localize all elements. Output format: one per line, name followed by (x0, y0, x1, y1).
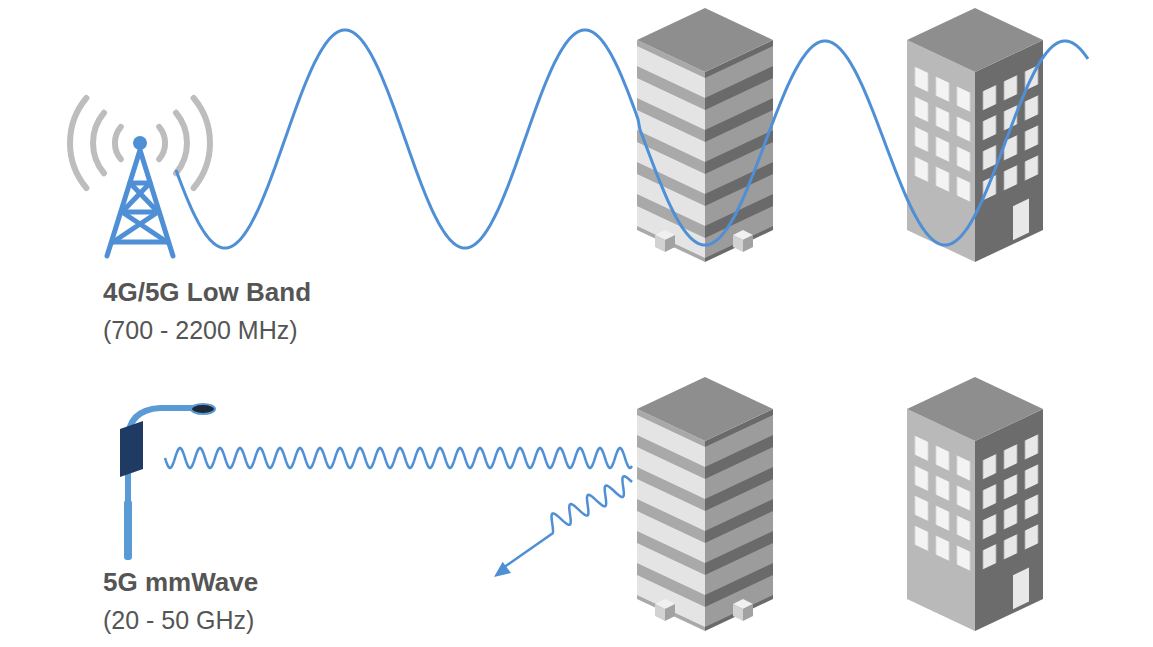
frequency-range: (20 - 50 GHz) (103, 605, 254, 635)
reflection-arrowhead (494, 562, 511, 577)
striped-building (637, 8, 773, 262)
street-light (120, 404, 215, 560)
window-building (907, 8, 1043, 262)
tower-antenna (133, 136, 147, 150)
low-band-wave (176, 30, 1088, 248)
signal-arcs (70, 98, 210, 188)
frequency-range: (700 - 2200 MHz) (103, 315, 298, 345)
reflected-wave (503, 476, 632, 568)
cell-tower (107, 150, 173, 256)
mmwave-wave (165, 448, 632, 468)
window-building (907, 377, 1043, 631)
band-name: 5G mmWave (103, 567, 258, 598)
striped-building (637, 377, 773, 631)
band-name: 4G/5G Low Band (103, 277, 311, 308)
